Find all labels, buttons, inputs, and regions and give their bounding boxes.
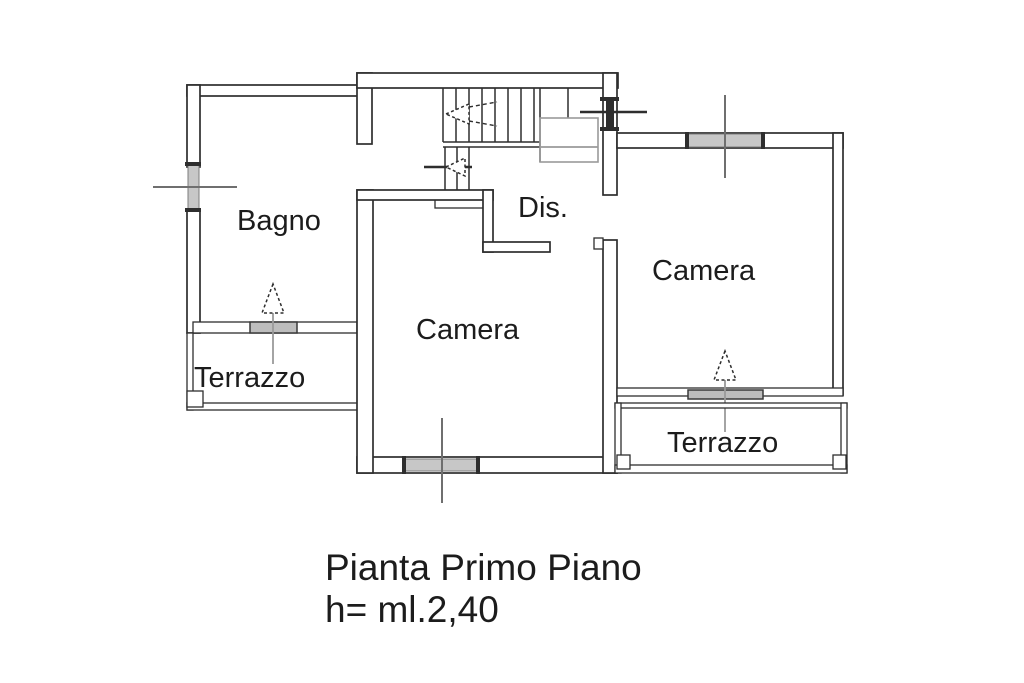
arrow-tail-dash <box>468 120 498 127</box>
camera-right-label: Camera <box>652 255 756 287</box>
plan-title: Pianta Primo Piano <box>325 547 642 588</box>
bagno-left-wall-lower <box>186 208 201 334</box>
bagno-window-symbol <box>153 162 237 212</box>
window-jamb-tick <box>185 162 201 166</box>
title-block: Pianta Primo Piano h= ml.2,40 <box>325 547 642 630</box>
plan-height-note: h= ml.2,40 <box>325 589 499 630</box>
stair-top-wall <box>356 72 619 89</box>
door-jamb-notch <box>593 237 604 250</box>
terrazzo-left-label: Terrazzo <box>194 362 305 394</box>
camera-door-arrow-icon <box>712 348 738 432</box>
window-jamb-tick <box>402 456 406 474</box>
terrace-right-top-wall <box>614 402 848 409</box>
bagno-door-arrow-icon <box>260 281 286 364</box>
window-jamb-tick <box>476 456 480 474</box>
camera-mid-door-stub-wall <box>482 241 551 253</box>
door-arrow-head <box>260 281 286 314</box>
terrazzo-right-label: Terrazzo <box>667 427 778 459</box>
terrace-right: Terrazzo <box>614 402 848 474</box>
stair-right-wall <box>602 72 618 196</box>
bagno-left-wall-upper <box>186 84 201 168</box>
camera-mid-top-wall <box>356 189 494 201</box>
room-camera-right: Camera <box>616 95 844 432</box>
window-jamb-tick <box>685 132 689 149</box>
bagno-label: Bagno <box>237 205 321 237</box>
window-pane-dark <box>606 101 614 129</box>
window-jamb-tick <box>185 208 201 212</box>
stairs-direction-arrow-icon <box>444 101 498 127</box>
room-camera-middle: Camera <box>356 189 618 503</box>
arrow-head <box>444 102 470 126</box>
camera-right-side-wall <box>832 132 844 396</box>
door-arrow-head <box>712 348 738 381</box>
terrace-right-bottom-wall <box>614 464 848 474</box>
terrace-left-corner-post <box>186 390 204 408</box>
hallway-dis: Dis. <box>518 192 568 224</box>
stairs-direction-arrow-icon <box>424 156 472 178</box>
arrow-tail-dash <box>468 101 498 108</box>
window-jamb-tick <box>761 132 765 149</box>
stair-landing <box>539 117 599 163</box>
stairwell <box>356 72 647 209</box>
window-jamb-tick <box>600 127 619 131</box>
camera-mid-right-wall <box>602 239 618 474</box>
camera-mid-left-wall <box>356 189 374 474</box>
stair-landing-window-symbol <box>580 97 647 131</box>
terrace-corner-post <box>616 454 631 470</box>
staircase-upper-flight <box>442 88 569 162</box>
landing-outline <box>539 117 599 163</box>
camera-mid-bottom-wall <box>356 456 618 474</box>
dis-label: Dis. <box>518 192 568 224</box>
window-jamb-tick <box>600 97 619 101</box>
room-bagno: Bagno <box>153 72 373 364</box>
bagno-top-wall <box>186 84 363 97</box>
camera-right-window-symbol <box>685 95 765 178</box>
camera-mid-window-symbol <box>402 418 480 503</box>
camera-middle-label: Camera <box>416 314 520 346</box>
terrace-corner-post <box>832 454 847 470</box>
terrace-left-bottom-wall <box>186 402 359 411</box>
arrow-head <box>444 156 466 178</box>
